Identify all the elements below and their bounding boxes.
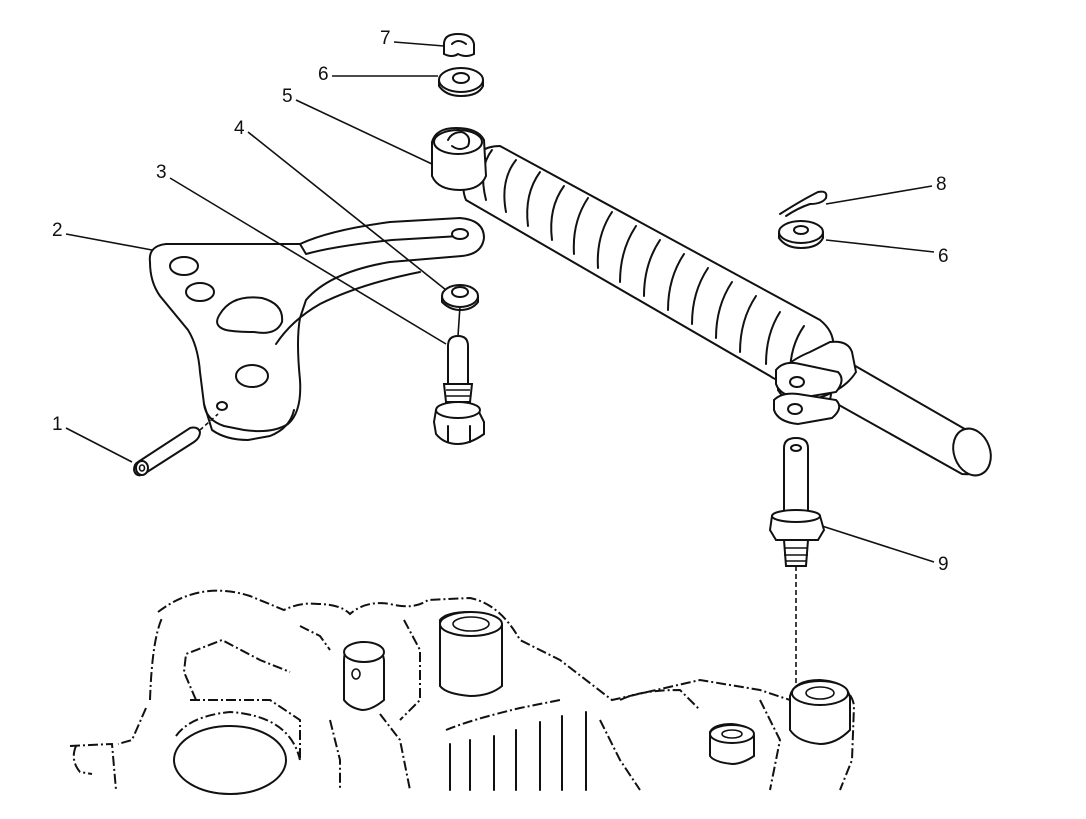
part-3-ball-stud (432, 305, 485, 446)
callout-labels: 1 2 3 4 5 6 6 7 8 9 (52, 28, 949, 575)
callout-3: 3 (156, 162, 167, 183)
part-2-bracket (148, 216, 486, 441)
part-5-tie-rod (431, 126, 992, 477)
part-7-clip (443, 32, 475, 57)
callout-7: 7 (380, 28, 391, 49)
boot-ribs (482, 149, 805, 375)
callout-4: 4 (234, 118, 245, 139)
leader-lines (65, 41, 935, 563)
part-4-retainer (441, 284, 479, 311)
part-8-cotter-pin (779, 190, 828, 217)
part-6-washer-right (778, 220, 824, 249)
callout-2: 2 (52, 220, 63, 241)
callout-6-top: 6 (318, 64, 329, 85)
callout-1: 1 (52, 414, 63, 435)
callout-5: 5 (282, 86, 293, 107)
engine-housing (69, 589, 856, 795)
part-6-washer-top (438, 67, 484, 97)
callout-8: 8 (936, 174, 947, 195)
part-9-stud (768, 436, 826, 700)
part-1-roll-pin (132, 413, 219, 477)
callout-9: 9 (938, 554, 949, 575)
callout-6-right: 6 (938, 246, 949, 267)
